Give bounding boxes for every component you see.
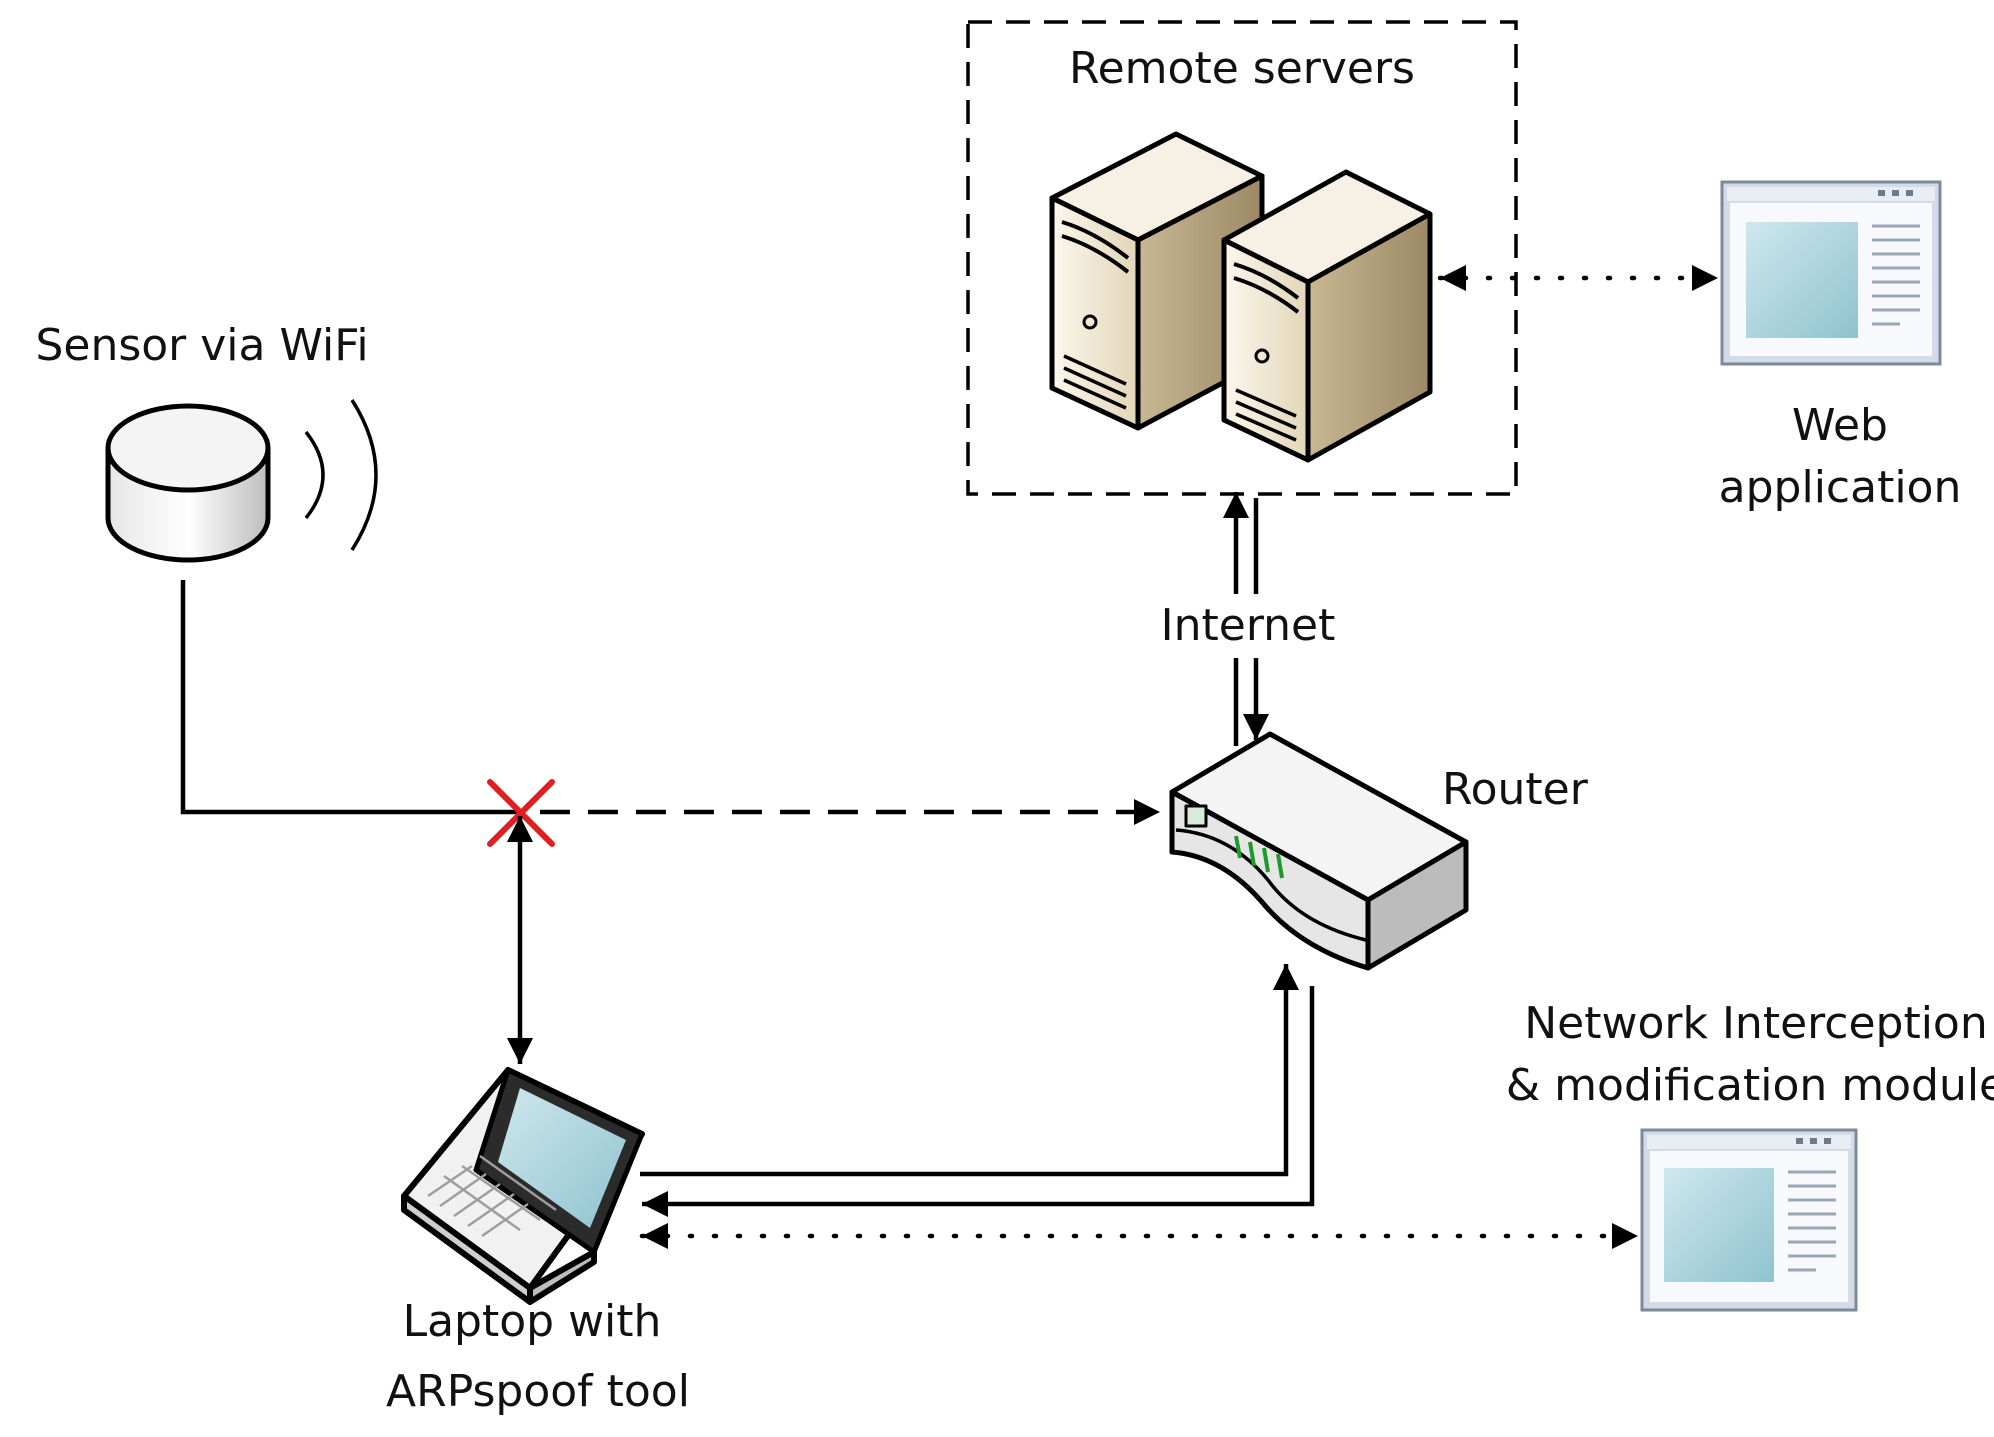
router-label: Router [1442,764,1589,815]
web-application-label-line2: application [1719,462,1962,513]
remote-servers-label: Remote servers [1069,43,1415,94]
web-application-window [1720,180,1942,366]
sensor-label: Sensor via WiFi [35,320,368,371]
sensor-icon [105,403,271,563]
nim-window [1640,1128,1858,1312]
laptop-icon [401,1067,645,1305]
laptop-label-line1: Laptop with [403,1296,662,1347]
nim-label-line2: & modification module [1506,1060,1994,1111]
router-icon [1169,731,1469,971]
wifi-signal-icon [304,399,378,551]
intercept-cross-icon [487,779,555,847]
web-application-label-line1: Web [1792,400,1888,451]
internet-label: Internet [1161,600,1336,651]
server-icon [1221,169,1433,463]
laptop-to-router-link [640,964,1299,1177]
router-to-laptop-link [642,986,1315,1217]
server-icon [1049,131,1265,431]
laptop-label-line2: ARPspoof tool [386,1366,690,1417]
sensor-wire [180,580,520,815]
nim-label-line1: Network Interception [1524,998,1987,1049]
